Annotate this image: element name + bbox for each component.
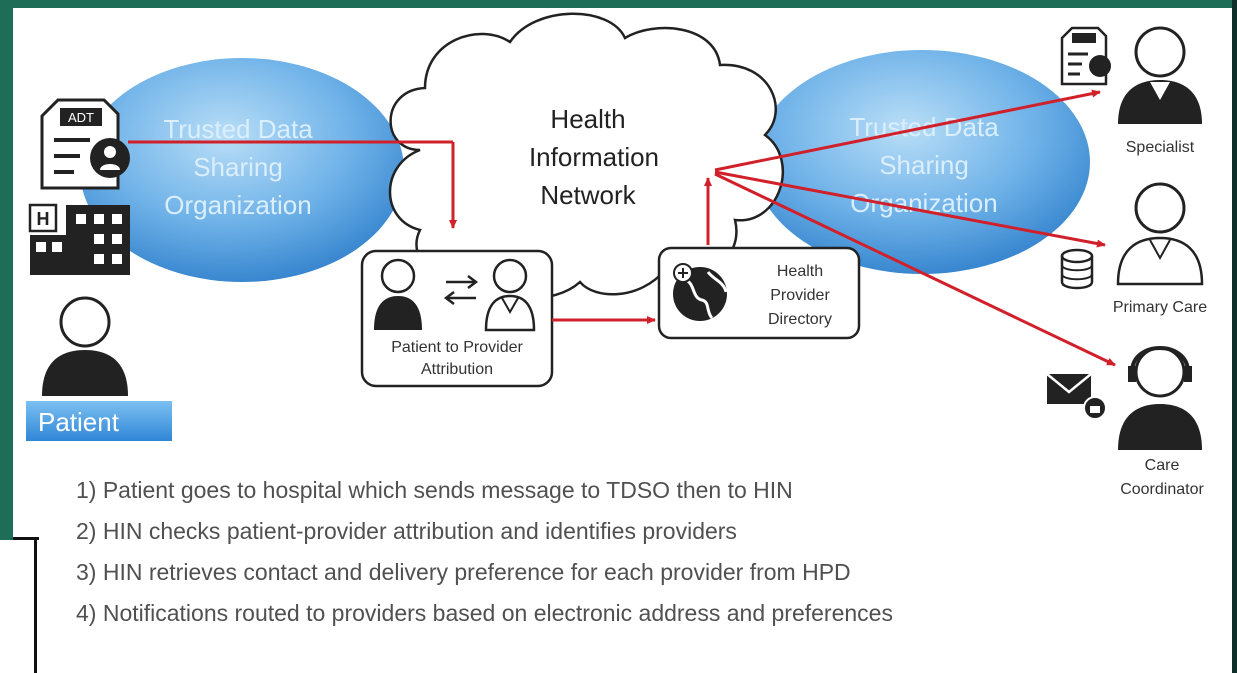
attribution-label-line-1: Patient to Provider — [391, 339, 523, 356]
arrow-to-care-coordinator — [714, 172, 1116, 367]
database-icon — [1060, 248, 1094, 290]
globe-plus-icon — [673, 263, 728, 321]
patient-label: Patient — [38, 407, 120, 437]
step-2: 2) HIN checks patient-provider attributi… — [76, 518, 737, 544]
attribution-label-line-2: Attribution — [421, 361, 493, 378]
specialist-icon — [1118, 26, 1202, 124]
step-3: 3) HIN retrieves contact and delivery pr… — [76, 559, 851, 585]
right-tdso-label-line-2: Sharing — [879, 150, 969, 180]
hin-label-line-3: Network — [540, 180, 636, 210]
patient-icon — [42, 296, 128, 396]
process-steps: 1) Patient goes to hospital which sends … — [76, 470, 893, 634]
step-4: 4) Notifications routed to providers bas… — [76, 600, 893, 626]
frame-top — [0, 0, 1237, 8]
patient-silhouette-icon — [374, 258, 422, 330]
primary-care-icon — [1116, 182, 1204, 286]
hin-cloud: Health Information Network — [388, 12, 784, 300]
left-tdso-label-line-2: Sharing — [193, 152, 283, 182]
flow-arrows — [128, 89, 1116, 367]
frame-left-thin — [34, 540, 37, 673]
attribution-box: Patient to Provider Attribution — [360, 249, 554, 388]
hin-label-line-1: Health — [550, 104, 625, 134]
care-coordinator-icon — [1118, 346, 1202, 450]
step-1: 1) Patient goes to hospital which sends … — [76, 477, 793, 503]
left-tdso-label-line-1: Trusted Data — [163, 114, 313, 144]
right-tdso-ellipse — [754, 50, 1090, 274]
frame-bottom-line — [13, 537, 39, 540]
left-tdso-ellipse — [80, 58, 404, 282]
right-tdso-label-line-3: Organization — [850, 188, 997, 218]
hpd-label-line-3: Directory — [768, 311, 832, 328]
hpd-box: Health Provider Directory — [657, 246, 861, 340]
exchange-arrows-icon — [443, 275, 479, 305]
primary-care-label: Primary Care — [1113, 299, 1207, 316]
care-coordinator-label-line-2: Coordinator — [1120, 481, 1204, 498]
frame-left — [0, 0, 13, 540]
patient-badge — [26, 401, 172, 441]
specialist-adt-icon — [1060, 26, 1111, 86]
hin-label-line-2: Information — [529, 142, 659, 172]
adt-badge-text: ADT — [68, 110, 94, 125]
specialist-label: Specialist — [1126, 139, 1195, 156]
hospital-sign-text: H — [37, 209, 50, 229]
arrow-to-specialist — [714, 89, 1101, 172]
arrow-to-primary-care — [714, 170, 1106, 248]
hpd-label-line-1: Health — [777, 263, 823, 280]
hpd-label-line-2: Provider — [770, 287, 830, 304]
hospital-icon: H — [28, 203, 130, 275]
adt-document-icon: ADT — [40, 98, 130, 190]
secure-mail-icon — [1046, 373, 1107, 420]
doctor-silhouette-icon — [484, 258, 536, 332]
care-coordinator-label-line-1: Care — [1145, 457, 1180, 474]
frame-right — [1232, 0, 1237, 673]
left-tdso-label-line-3: Organization — [164, 190, 311, 220]
